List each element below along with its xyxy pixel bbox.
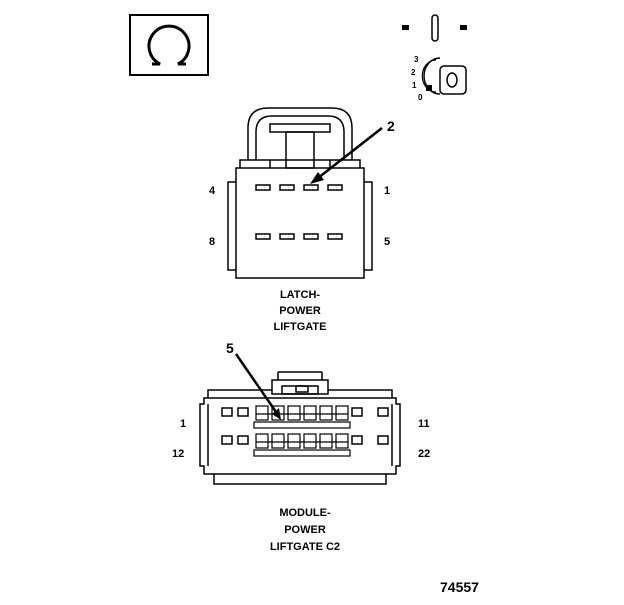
ignition-key-icon: 3 2 1 0 [402,14,467,102]
latch-label-line-3: LIFTGATE [274,321,327,333]
latch-label-line-1: LATCH- [280,289,320,301]
module-connector [199,371,401,485]
key-position-3: 3 [414,55,419,64]
module-pin-label-bottom-left: 12 [172,448,184,460]
module-label-line-1: MODULE- [279,507,331,519]
key-position-2: 2 [411,68,416,77]
latch-connector [227,107,373,279]
latch-pin-label-top-right: 1 [384,185,390,197]
module-pin-label-bottom-right: 22 [418,448,430,460]
figure-number: 74557 [440,579,479,595]
module-label-line-2: POWER [284,524,326,536]
latch-callout-label: 2 [387,118,395,134]
module-callout-leader [234,353,281,420]
module-pin-label-top-right: 11 [418,418,430,430]
latch-pin-label-bottom-right: 5 [384,236,390,248]
ohm-icon [129,14,209,76]
latch-pin-label-top-left: 4 [209,185,216,197]
latch-label-line-2: POWER [279,305,321,317]
key-position-1: 1 [412,81,417,90]
key-position-0: 0 [418,93,423,102]
latch-pin-label-bottom-left: 8 [209,236,215,248]
module-pin-label-top-left: 1 [180,418,186,430]
module-label-line-3: LIFTGATE C2 [270,541,340,553]
latch-callout-leader [310,127,383,184]
module-callout-label: 5 [226,340,234,356]
